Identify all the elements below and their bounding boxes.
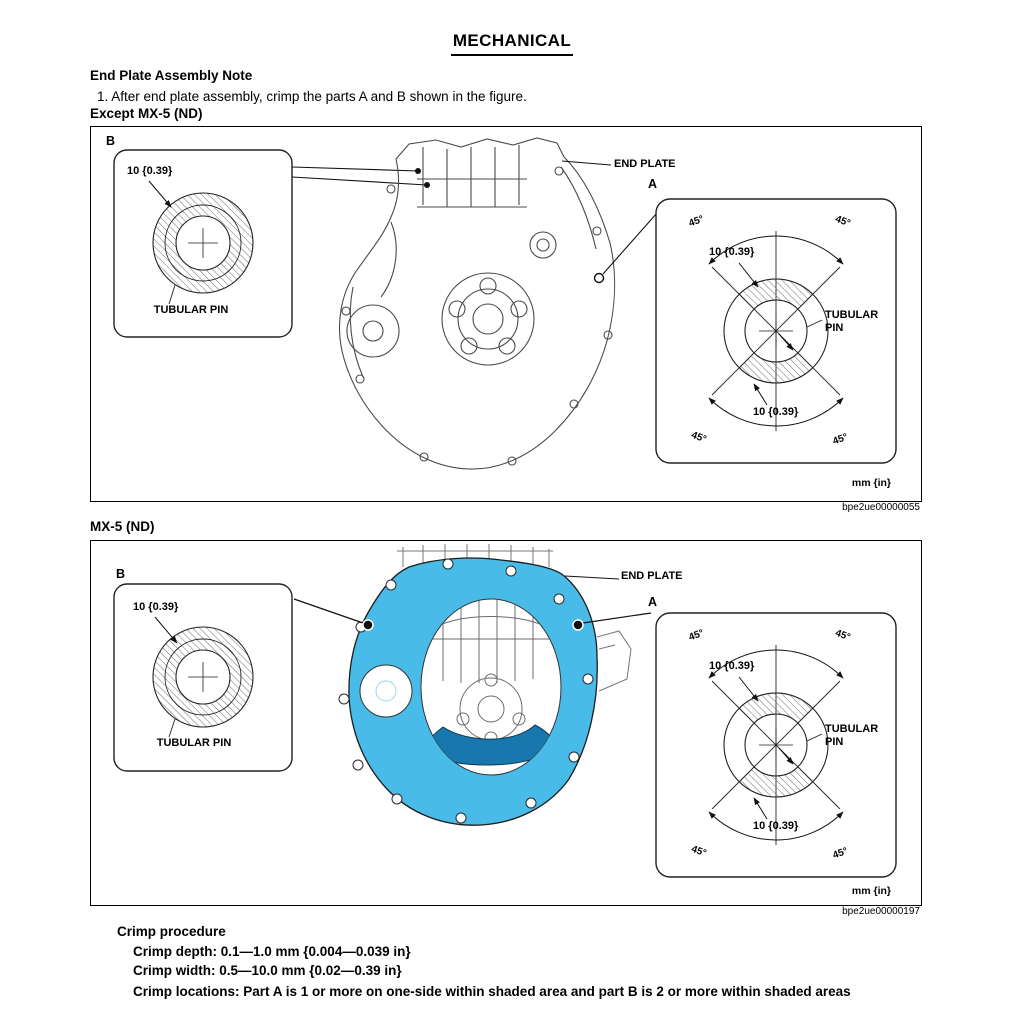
crimp-depth-spec: Crimp depth: 0.1—1.0 mm {0.004—0.039 in}	[133, 944, 411, 959]
crimp-point-b-leaders	[291, 166, 428, 186]
section-heading: End Plate Assembly Note	[90, 68, 253, 83]
dimension-label: 10 {0.39}	[753, 820, 799, 832]
tubular-pin-label: TUBULAR PIN	[825, 309, 879, 334]
tubular-pin-label: TUBULAR PIN	[825, 723, 879, 748]
units-label: mm {in}	[851, 477, 891, 489]
engine-right-art	[596, 630, 632, 692]
part-a-label: A	[648, 595, 658, 609]
part-b-label: B	[106, 134, 116, 148]
dimension-label: 10 {0.39}	[753, 406, 799, 418]
figure2-drawing	[113, 544, 897, 878]
crimp-width-spec: Crimp width: 0.5—10.0 mm {0.02—0.39 in}	[133, 963, 402, 978]
variant-heading-mx5-nd: MX-5 (ND)	[90, 519, 155, 534]
crimp-point-b-leader	[293, 598, 364, 624]
page-title-text: MECHANICAL	[450, 31, 574, 56]
figure-code-1: bpe2ue00000055	[842, 502, 920, 513]
dimension-label: 10 {0.39}	[709, 660, 755, 672]
tubular-pin-label: TUBULAR PIN	[153, 304, 229, 316]
end-plate-leader	[561, 160, 612, 166]
shaded-ring-b	[153, 193, 253, 293]
callout-a-diagram	[655, 612, 897, 878]
crimp-point-a-leader	[602, 212, 658, 275]
variant-heading-except-mx5: Except MX-5 (ND)	[90, 106, 203, 121]
figure-code-2: bpe2ue00000197	[842, 906, 920, 917]
plate-side-opening	[359, 664, 413, 718]
engine-upper-art	[397, 544, 553, 567]
engine-end-plate-drawing	[338, 137, 616, 470]
figure-except-mx5: B 10 {0.39} TUBULAR PIN END PLATE A 45° …	[90, 126, 922, 502]
figure1-drawing	[113, 137, 897, 470]
crimp-point-b1	[415, 168, 421, 174]
engine-through-opening	[421, 599, 558, 766]
callout-a-diagram	[655, 198, 897, 464]
callout-b-diagram	[113, 583, 293, 772]
callout-b-diagram	[113, 149, 293, 338]
assembly-step-1: 1. After end plate assembly, crimp the p…	[97, 89, 527, 104]
crimp-point-b2	[424, 182, 430, 188]
crimp-procedure-heading: Crimp procedure	[117, 924, 226, 939]
dimension-label: 10 {0.39}	[709, 246, 755, 258]
crimp-point-b	[362, 619, 374, 631]
shaded-ring-b	[153, 627, 253, 727]
crimp-locations-spec: Crimp locations: Part A is 1 or more on …	[133, 984, 851, 999]
units-label: mm {in}	[851, 885, 891, 897]
plate-bolt-holes	[338, 558, 594, 824]
crimp-point-a	[593, 272, 605, 284]
dimension-label: 10 {0.39}	[133, 601, 179, 613]
plate-side-opening-detail	[375, 680, 397, 702]
end-plate-lower-shadow	[421, 724, 558, 766]
end-plate-label: END PLATE	[614, 158, 676, 170]
page-title: MECHANICAL	[0, 31, 1024, 56]
end-plate-leader	[564, 575, 620, 580]
figure-mx5-nd: B 10 {0.39} TUBULAR PIN END PLATE A 45° …	[90, 540, 922, 906]
crimp-point-a	[572, 619, 584, 631]
part-b-label: B	[116, 567, 126, 581]
dimension-label: 10 {0.39}	[127, 165, 173, 177]
tubular-pin-label: TUBULAR PIN	[156, 737, 232, 749]
crimp-point-a-leader	[582, 612, 652, 624]
end-plate-label: END PLATE	[621, 570, 683, 582]
part-a-label: A	[648, 177, 658, 191]
